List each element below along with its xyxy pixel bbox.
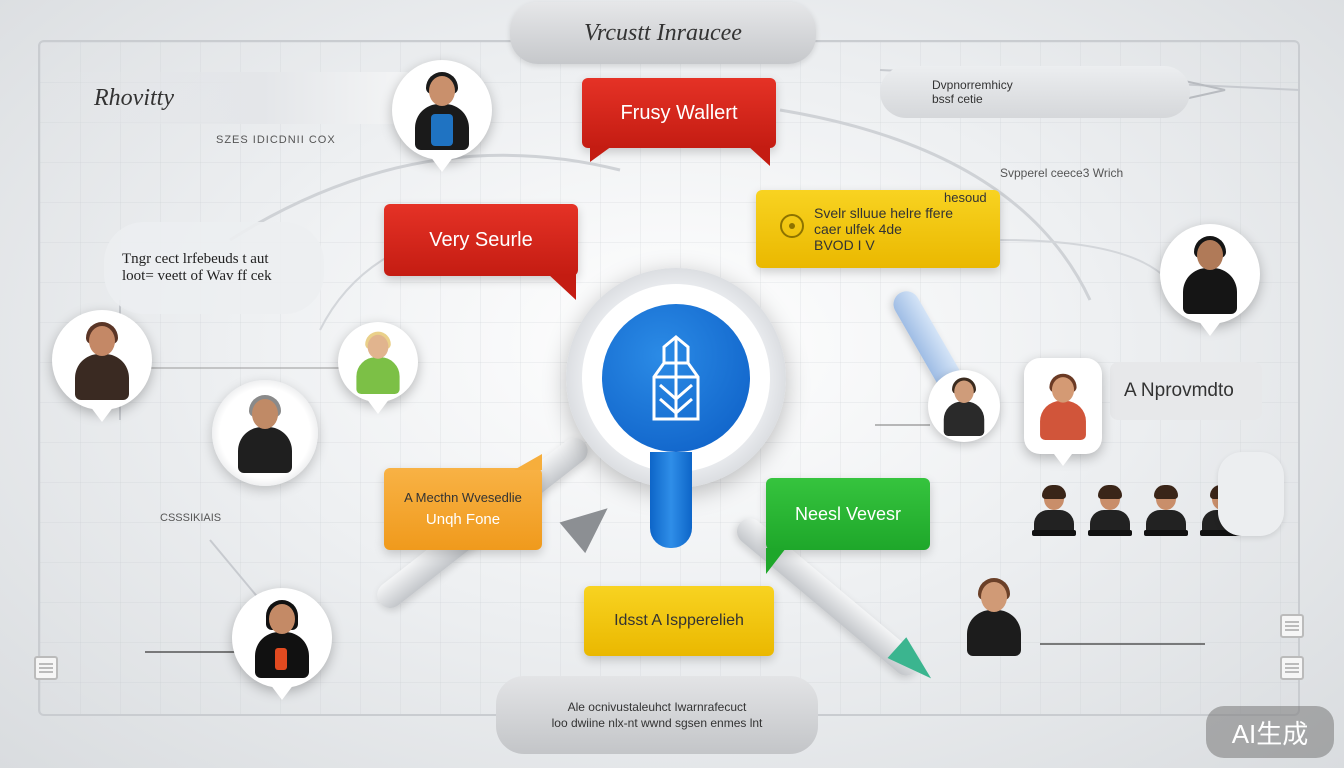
bottom-caption-line-1: Ale ocnivustaleuhct Iwarnrafecuct (567, 700, 747, 714)
magnifier-handle (650, 452, 692, 548)
note-green-tail (766, 548, 786, 574)
note-red-top-label: Frusy Wallert (620, 101, 738, 124)
chart-card-icon (1218, 452, 1284, 536)
note-red-top-tail (590, 146, 612, 162)
right-label: A Nprovmdto (1124, 380, 1234, 401)
note-yellow-right-line-2: caer ulfek 4de (814, 221, 902, 237)
shield-tower-icon (652, 335, 700, 421)
avatar-left-person (67, 320, 137, 400)
note-yellow-right-tag: hesoud (944, 190, 987, 205)
team-member (1086, 484, 1134, 536)
avatar-bottom-left[interactable] (232, 588, 332, 700)
document-icon (1280, 614, 1304, 638)
note-orange-line-2: Unqh Fone (425, 511, 501, 528)
note-red-left-label: Very Seurle (429, 228, 533, 251)
note-green-label: Neesl Vevesr (794, 503, 902, 524)
top-left-label: Rhovitty (94, 84, 174, 111)
avatar-right[interactable] (1160, 224, 1260, 336)
left-note-line-1: Tngr cect lrfebeuds t aut (122, 251, 269, 267)
document-icon (1280, 656, 1304, 680)
target-icon-dot (789, 223, 795, 229)
note-red-left[interactable]: Very Seurle (384, 204, 578, 276)
note-red-top-tail-2 (748, 146, 770, 166)
note-yellow-bottom-label: Idsst A Ispperelieh (614, 612, 744, 629)
avatar-right-2-person (938, 376, 991, 436)
avatar-right-3[interactable] (1024, 358, 1102, 466)
top-right-label-bar: Dvpnorremhicy bssf cetie (880, 66, 1190, 118)
top-left-label-bar: Rhovitty (40, 72, 410, 124)
team-member (1142, 484, 1190, 536)
document-icon (34, 656, 58, 680)
note-red-top[interactable]: Frusy Wallert (582, 78, 776, 148)
team-member (1030, 484, 1078, 536)
note-yellow-right-line-3: BVOD I V (814, 237, 875, 253)
top-left-sublabel: SZES IDICDNII COX (216, 134, 336, 146)
note-orange[interactable]: A Mecthn Wvesedlie Unqh Fone (384, 468, 542, 550)
center-shield-button[interactable] (602, 304, 750, 452)
avatar-left-2-person (350, 330, 406, 394)
bottom-caption-pill: Ale ocnivustaleuhct Iwarnrafecuct loo dw… (496, 676, 818, 754)
page-title: Vrcustt Inraucee (510, 2, 816, 64)
left-note-cloud: Tngr cect lrfebeuds t aut loot= veett of… (104, 222, 324, 314)
target-icon (780, 214, 804, 238)
note-green[interactable]: Neesl Vevesr (766, 478, 930, 550)
avatar-top-person (407, 70, 477, 150)
avatar-bottom-right[interactable] (956, 572, 1032, 660)
avatar-top[interactable] (392, 60, 492, 172)
avatar-center-left-person (230, 393, 300, 473)
avatar-bottom-left-person (247, 598, 317, 678)
note-orange-line-1: A Mecthn Wvesedlie (404, 490, 522, 505)
top-right-note: Svpperel ceece3 Wrich (1000, 166, 1124, 180)
avatar-right-3-person (1033, 372, 1093, 440)
left-small-label: CSSSIKIAIS (160, 512, 222, 524)
note-red-left-tail (548, 274, 576, 300)
team-group (1030, 484, 1246, 536)
note-yellow-bottom[interactable]: Idsst A Ispperelieh (584, 586, 774, 656)
avatar-center-left[interactable] (212, 380, 318, 486)
top-right-label-1: Dvpnorremhicy (932, 78, 1013, 92)
note-yellow-right-line-1: Svelr slluue helre ffere (814, 205, 954, 221)
avatar-right-2[interactable] (928, 370, 1000, 442)
avatar-left-2[interactable] (338, 322, 418, 414)
avatar-left[interactable] (52, 310, 152, 422)
right-label-pill: A Nprovmdto (1110, 362, 1262, 420)
top-right-label-2: bssf cetie (932, 92, 983, 106)
left-note-line-2: loot= veett of Wav ff cek (122, 268, 272, 284)
ai-generated-badge: AI生成 (1206, 706, 1334, 758)
avatar-right-person (1175, 234, 1245, 314)
bottom-caption-line-2: loo dwiine nlx-nt wwnd sgsen enmes lnt (551, 716, 763, 730)
avatar-bottom-right-person (959, 576, 1029, 656)
note-orange-tail (514, 454, 542, 470)
